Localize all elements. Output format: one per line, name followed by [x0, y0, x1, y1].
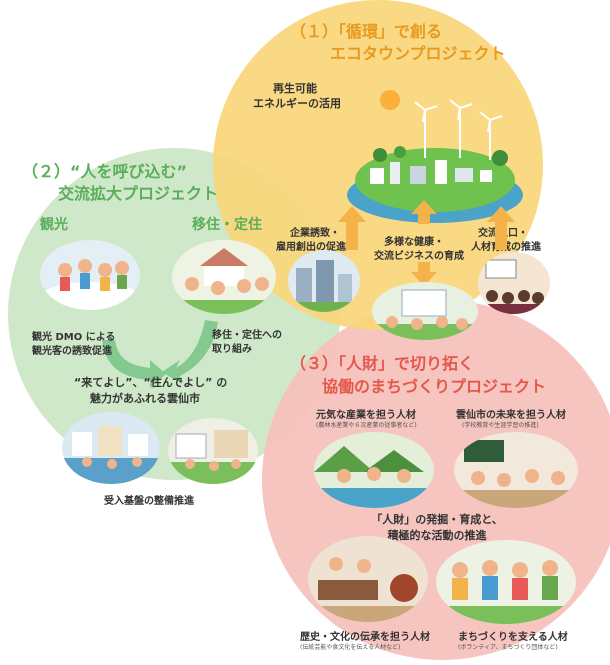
history-illustration [308, 536, 428, 622]
attract-line1: “来てよし”、“住んでよし” の [74, 376, 228, 389]
circle3-title-line2: 協働のまちづくりプロジェクト [322, 377, 547, 396]
tourism-label: 観光 [40, 217, 68, 233]
business-label-line2: 雇用創出の促進 [276, 242, 346, 253]
people-label-line2: 人材育成の推進 [471, 242, 541, 253]
circle3-title-line1: （３）「人財」で切り拓く [290, 354, 475, 373]
sun-icon [380, 90, 400, 110]
future-illustration [454, 432, 578, 508]
industry-title: 元気な産業を担う人材 [316, 410, 416, 421]
settle-desc-line2: 取り組み [212, 344, 252, 355]
circle1-number: （１） [290, 22, 339, 41]
industry-illustration [314, 432, 434, 508]
town-sub: (ボランティア、まちづくり団体など) [458, 644, 558, 651]
center-note-line2: 積極的な活動の推進 [387, 529, 487, 542]
history-sub: (伝統芸能や食文化を伝える人材など) [300, 644, 401, 651]
circle1-title-line2: エコタウンプロジェクト [330, 44, 506, 63]
circle3-number: （３） [290, 354, 339, 373]
attract-line2: 魅力があふれる雲仙市 [90, 392, 200, 405]
dmo-line2: 観光客の誘致促進 [32, 346, 112, 357]
settle-illustration [172, 240, 276, 314]
health-label-line1: 多様な健康・ [384, 237, 444, 248]
settle-desc-line1: 移住・定住への [212, 330, 282, 341]
renewable-label-line1: 再生可能 [273, 82, 317, 95]
eco-island-illustration [340, 80, 530, 230]
center-note-line1: 「人財」の発掘・育成と、 [371, 513, 503, 526]
town-infra-illustration-1 [62, 412, 160, 484]
circle1-title-line1: （１）「循環」で創る [290, 22, 443, 41]
tourism-illustration [40, 240, 140, 310]
circle2-number: （２） [22, 162, 71, 181]
future-title: 雲仙市の未来を担う人材 [456, 410, 566, 421]
circle2-title-line2: 交流拡大プロジェクト [58, 184, 219, 203]
business-illustration [288, 250, 360, 312]
future-sub: (学校教育や生涯学習の推進) [462, 422, 539, 429]
training-illustration [478, 252, 550, 314]
dmo-line1: 観光 DMO による [32, 332, 116, 343]
town-support-illustration [436, 540, 576, 624]
business-label-line1: 企業誘致・ [290, 228, 340, 239]
settle-label: 移住・定住 [192, 217, 262, 233]
people-label-line1: 交流人口・ [478, 228, 528, 239]
center-note: 「人財」の発掘・育成と、 積極的な活動の推進 [352, 512, 522, 544]
town-infra-illustration-2 [168, 418, 258, 484]
infra-label: 受入基盤の整備推進 [104, 496, 194, 507]
town-title: まちづくりを支える人材 [458, 632, 568, 643]
health-label-line2: 交流ビジネスの育成 [374, 251, 464, 262]
health-illustration [372, 282, 478, 340]
industry-sub: (農林水産業や６次産業の従事者など) [316, 422, 417, 429]
circle2-title-line1: （２）“人を呼び込む” [22, 162, 188, 181]
renewable-label-line2: エネルギーの活用 [253, 97, 341, 110]
history-title: 歴史・文化の伝承を担う人材 [300, 632, 430, 643]
